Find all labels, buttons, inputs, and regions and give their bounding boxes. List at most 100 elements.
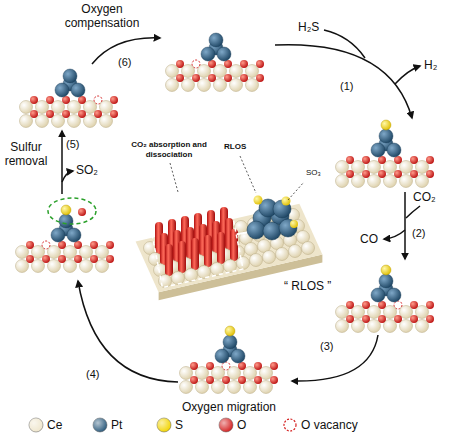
cerium-atom — [52, 101, 65, 114]
cerium-atom — [68, 101, 81, 114]
cerium-atom — [100, 115, 113, 128]
leader-line — [170, 163, 178, 192]
cerium-atom — [352, 175, 365, 188]
cerium-atom — [32, 260, 45, 273]
release-arrow — [62, 171, 73, 182]
pt-cluster — [371, 265, 401, 302]
site-label: “ RLOS ” — [284, 279, 331, 293]
platinum-atom — [387, 143, 401, 157]
cerium-atom — [244, 367, 257, 380]
cerium-atom — [276, 248, 289, 261]
oxygen-column — [217, 232, 225, 264]
cerium-atom — [302, 242, 315, 255]
platinum-atom — [59, 214, 73, 228]
step-number: (5) — [66, 138, 79, 151]
cerium-atom — [336, 320, 349, 333]
platinum-atom — [247, 221, 265, 239]
cerium-atom — [182, 79, 195, 92]
cerium-atom — [212, 367, 225, 380]
annotation: RLOS — [224, 142, 246, 152]
cerium-atom — [260, 367, 273, 380]
leader-line — [240, 156, 256, 193]
legend-swatch — [93, 418, 107, 432]
platinum-atom — [379, 274, 393, 288]
cerium-atom — [384, 161, 397, 174]
cerium-atom — [384, 320, 397, 333]
sulfur-atom — [61, 205, 71, 215]
cerium-atom — [172, 272, 185, 285]
cerium-atom — [68, 115, 81, 128]
platinum-atom — [217, 47, 231, 61]
gas-label: SO₂ — [76, 163, 98, 177]
cerium-atom — [384, 175, 397, 188]
platinum-atom — [223, 335, 237, 349]
cerium-atom — [84, 115, 97, 128]
step-number: (2) — [412, 227, 425, 240]
gas-label: CO — [360, 232, 378, 246]
cerium-atom — [336, 306, 349, 319]
swatch-highlight — [157, 418, 171, 432]
platinum-atom — [51, 228, 65, 242]
legend-swatch — [157, 418, 171, 432]
platinum-atom — [67, 228, 81, 242]
cerium-atom — [48, 260, 61, 273]
feed-arrow — [406, 206, 420, 218]
pt-cluster — [371, 120, 401, 157]
vacancy-symbol — [284, 419, 296, 431]
cerium-atom — [246, 65, 259, 78]
cerium-atom — [400, 175, 413, 188]
cerium-atom — [84, 101, 97, 114]
sulfur-atom — [381, 265, 391, 275]
cerium-atom — [16, 246, 29, 259]
swatch-highlight — [93, 418, 107, 432]
cerium-atom — [64, 260, 77, 273]
cerium-atom — [52, 115, 65, 128]
sulfur-atom — [290, 220, 298, 228]
sulfur-atom — [254, 196, 263, 205]
highlight-ellipse — [48, 198, 96, 224]
cerium-atom — [16, 260, 29, 273]
cerium-atom — [182, 65, 195, 78]
oxygen-column — [204, 235, 212, 267]
pt-cluster — [51, 205, 86, 242]
cerium-atom — [96, 246, 109, 259]
platinum-atom — [231, 349, 245, 363]
cerium-atom — [180, 367, 193, 380]
ceria-slab — [166, 60, 265, 92]
legend-text: Ce — [47, 418, 62, 432]
cerium-atom — [36, 115, 49, 128]
cerium-atom — [214, 65, 227, 78]
platinum-atom — [55, 83, 69, 97]
cerium-atom — [228, 367, 241, 380]
step-number: (6) — [118, 56, 131, 69]
gas-label: H₂ — [424, 58, 437, 72]
ceria-slab — [20, 96, 119, 128]
cerium-atom — [228, 381, 241, 394]
oxygen-atom — [78, 208, 86, 216]
slab-top — [136, 204, 323, 292]
cerium-atom — [244, 381, 257, 394]
legend-text: O — [237, 418, 246, 432]
cerium-atom — [246, 79, 259, 92]
cerium-atom — [250, 254, 263, 267]
cerium-atom — [80, 246, 93, 259]
step-arrow — [61, 131, 63, 194]
gas-label: CO₂ — [413, 190, 436, 204]
platinum-atom — [371, 288, 385, 302]
release-arrow — [384, 230, 405, 239]
cerium-atom — [230, 65, 243, 78]
cerium-atom — [20, 101, 33, 114]
cerium-atom — [198, 79, 211, 92]
step-number: (1) — [340, 80, 353, 93]
oxygen-column — [178, 241, 186, 273]
dashed-region — [147, 192, 243, 288]
cerium-atom — [100, 101, 113, 114]
cerium-atom — [20, 115, 33, 128]
step-number: (4) — [86, 368, 99, 381]
step-label: Sulfur removal — [2, 140, 50, 168]
cerium-atom — [352, 161, 365, 174]
step-arrow — [292, 335, 378, 381]
legend-text: O vacancy — [301, 418, 358, 432]
platinum-atom — [379, 129, 393, 143]
